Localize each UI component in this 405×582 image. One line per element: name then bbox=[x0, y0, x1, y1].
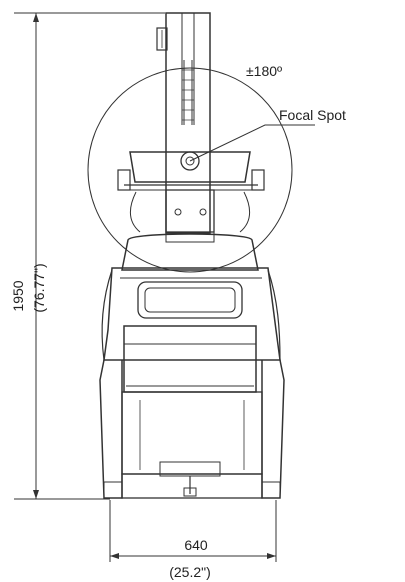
focal-spot-leader bbox=[189, 124, 315, 162]
rotation-label: ±180º bbox=[246, 63, 282, 79]
focal-spot-label: Focal Spot bbox=[279, 107, 346, 123]
tube-head bbox=[117, 151, 265, 243]
width-dimension bbox=[109, 500, 277, 562]
width-in-label: (25.2") bbox=[169, 564, 211, 580]
height-dimension bbox=[14, 12, 165, 500]
width-mm-label: 640 bbox=[184, 537, 208, 553]
height-in-label: (76.77") bbox=[31, 263, 47, 312]
rotation-range-circle bbox=[87, 67, 293, 273]
column-mast bbox=[156, 12, 211, 234]
cart-body bbox=[99, 233, 285, 499]
height-mm-label: 1950 bbox=[10, 280, 26, 311]
